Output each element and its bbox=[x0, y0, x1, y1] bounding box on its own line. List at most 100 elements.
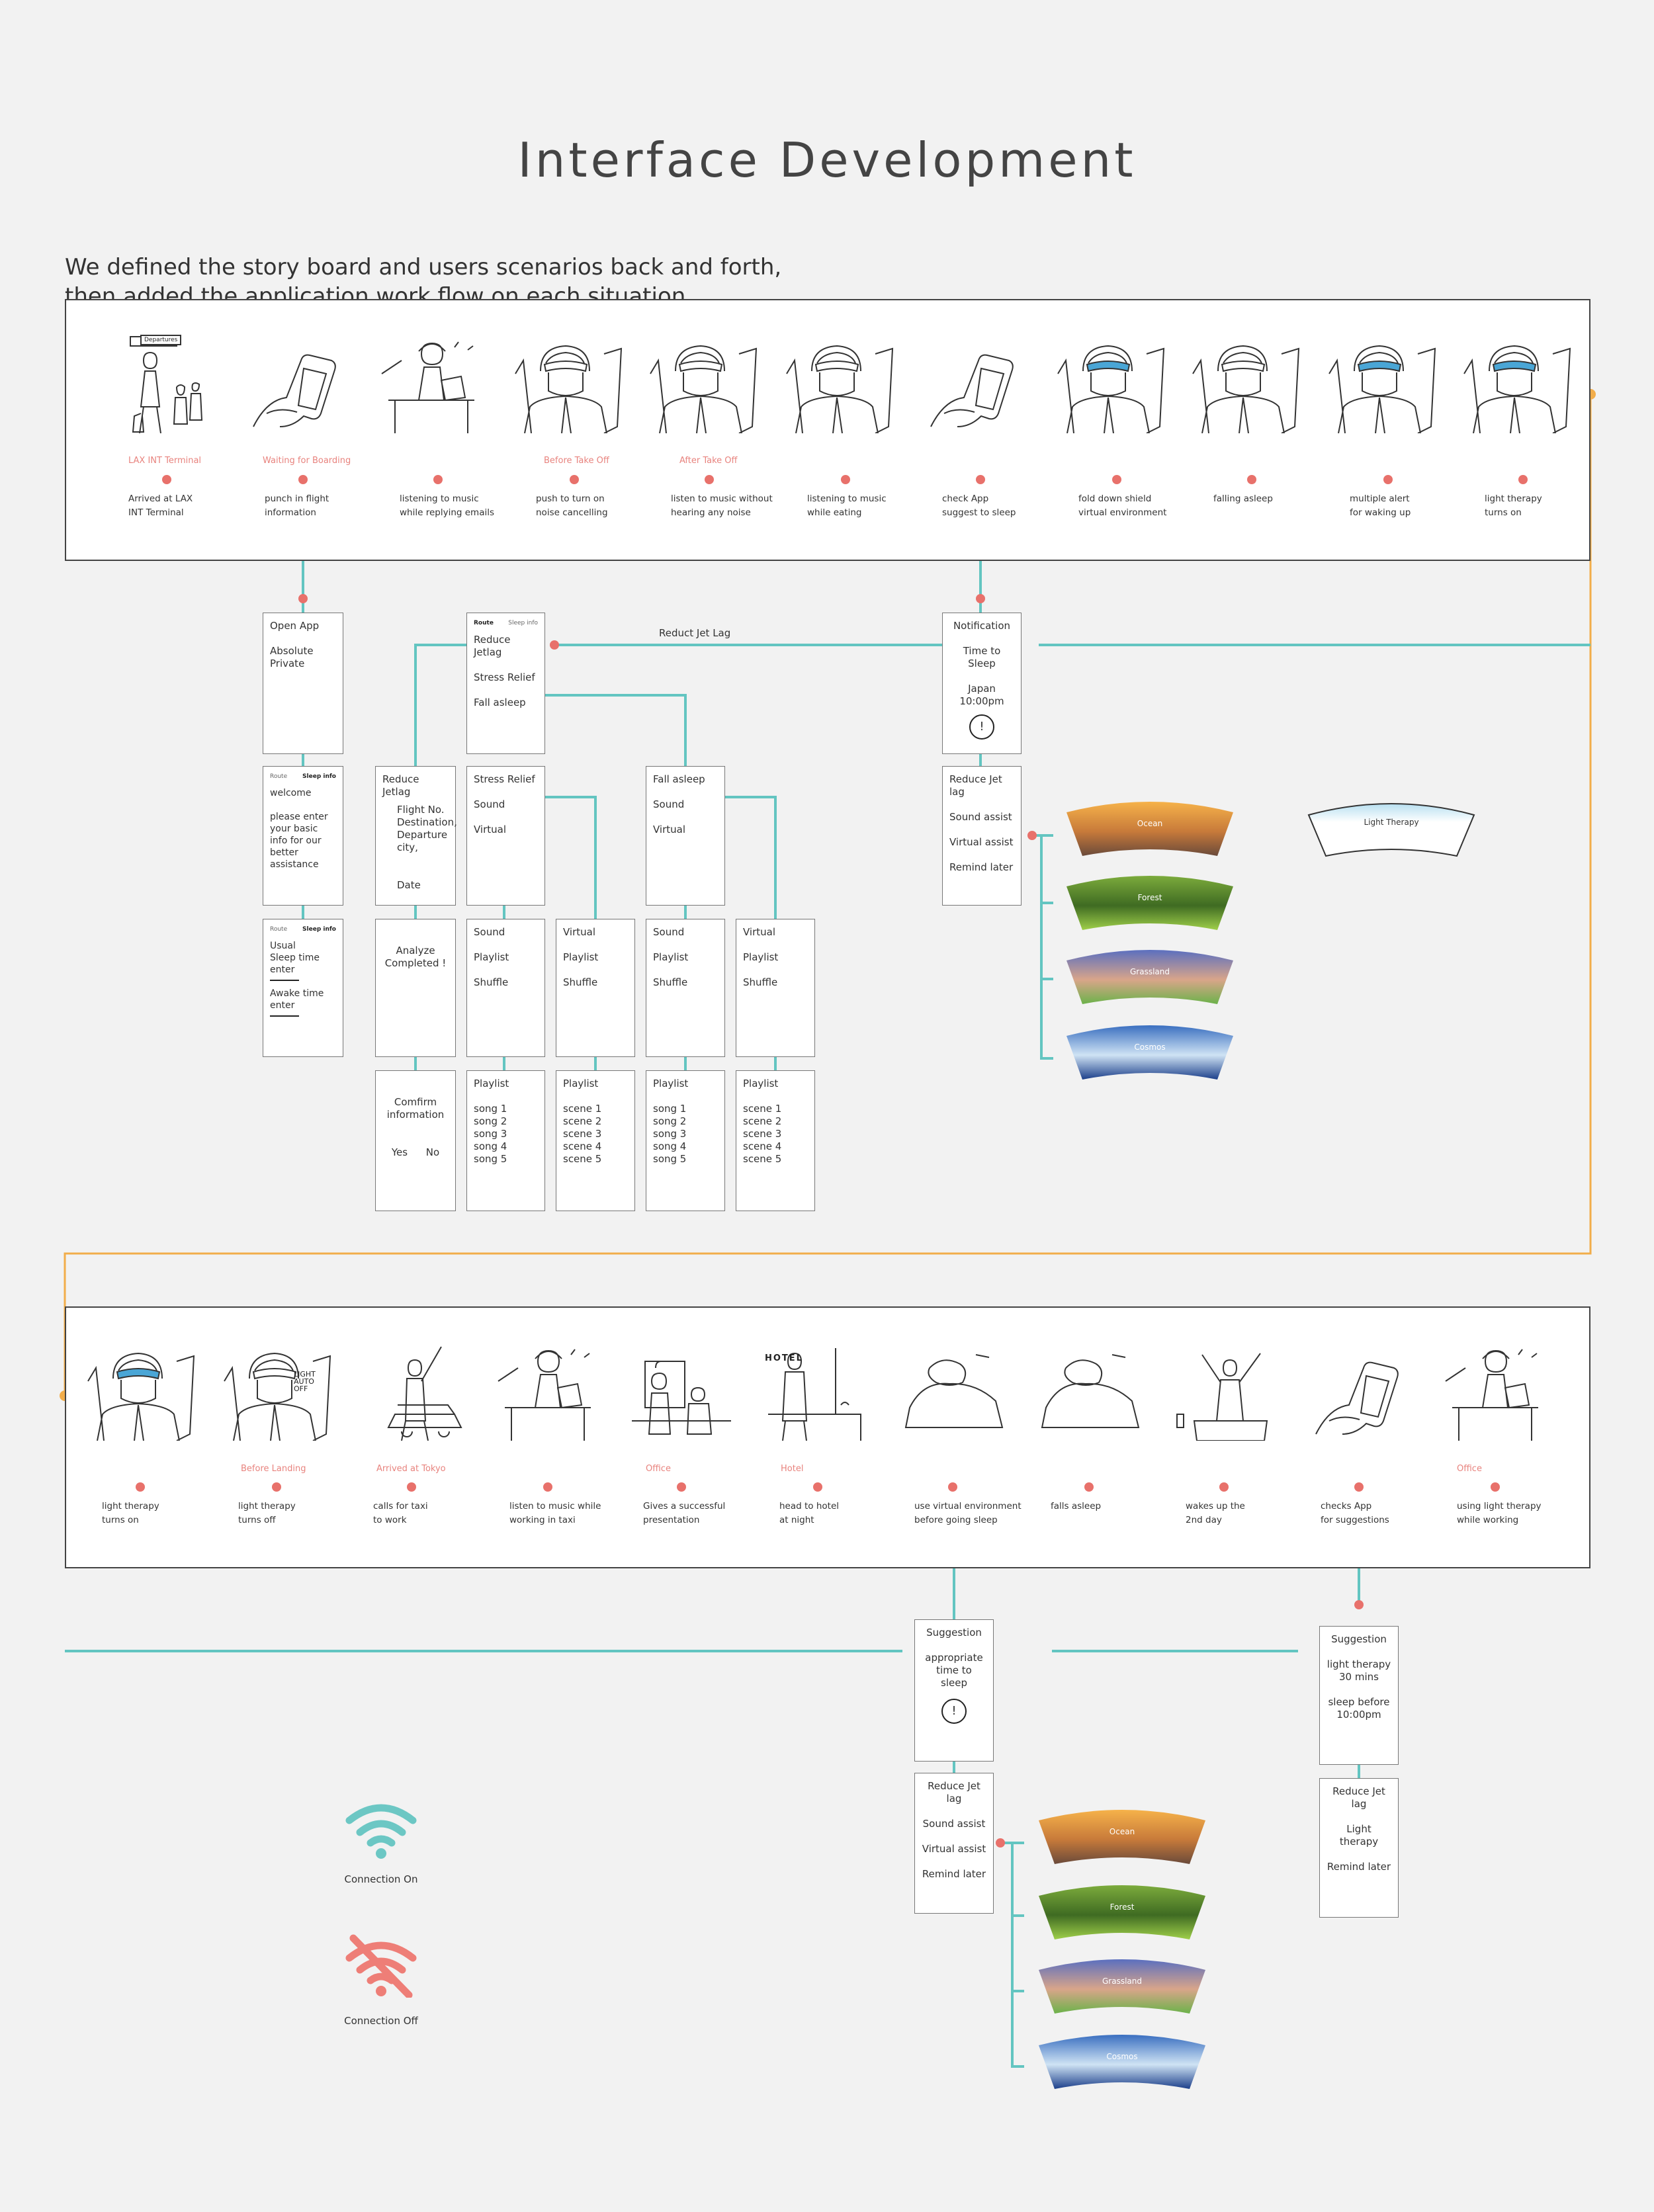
tab-sleep-info-3[interactable]: Sleep info bbox=[508, 620, 538, 626]
scene-label: Cosmos bbox=[1134, 1042, 1166, 1052]
alert-icon-2: ! bbox=[941, 1699, 967, 1724]
screen-stress-relief: Stress Relief Sound Virtual bbox=[466, 766, 545, 906]
scene-thumbnail[interactable] bbox=[1036, 1957, 1208, 2016]
scene-label: Forest bbox=[1137, 893, 1162, 902]
timeline-step: head to hotel at night bbox=[779, 1501, 840, 1525]
suggestion-light-text: Suggestion light therapy 30 mins sleep b… bbox=[1327, 1633, 1391, 1721]
screen-notification: Notification Time to Sleep Japan 10:00pm… bbox=[942, 613, 1022, 754]
stress-virtual-options[interactable]: Virtual Playlist Shuffle bbox=[563, 926, 599, 988]
timeline-step: light therapy turns on bbox=[1485, 493, 1542, 518]
screen-reduce-jet-lag-menu: Reduce Jet lag Sound assist Virtual assi… bbox=[942, 766, 1022, 906]
timeline-step: listening to music while replying emails bbox=[400, 493, 494, 518]
screen-stress-song-playlist: Playlist song 1 song 2 song 3 song 4 son… bbox=[466, 1070, 545, 1211]
connection-off-label: Connection Off bbox=[344, 2015, 418, 2027]
open-app-text: Open App Absolute Private bbox=[270, 620, 320, 669]
tab-route[interactable]: Route bbox=[270, 773, 288, 780]
timeline-step: Arrived at LAX INT Terminal bbox=[128, 493, 193, 518]
storyboard-sketch bbox=[1328, 345, 1436, 433]
stress-song-list[interactable]: Playlist song 1 song 2 song 3 song 4 son… bbox=[474, 1078, 509, 1165]
storyboard-sketch bbox=[1057, 345, 1165, 433]
stress-sound-options[interactable]: Sound Playlist Shuffle bbox=[474, 926, 509, 988]
connection-on-label: Connection On bbox=[344, 1873, 418, 1885]
scene-label: Grassland bbox=[1130, 967, 1170, 976]
screen-confirm: Comfirm information Yes No bbox=[375, 1070, 456, 1211]
screen-analyze: Analyze Completed ! bbox=[375, 919, 456, 1057]
sleep-time-label: Usual Sleep time enter bbox=[270, 941, 320, 975]
phase-tag-boarding: Waiting for Boarding bbox=[263, 456, 351, 466]
storyboard-sketch bbox=[224, 1352, 331, 1441]
fall-scene-list[interactable]: Playlist scene 1 scene 2 scene 3 scene 4… bbox=[743, 1078, 782, 1165]
scene-thumbnail[interactable] bbox=[1064, 799, 1236, 859]
tab-route-3[interactable]: Route bbox=[474, 620, 494, 626]
screen-fall-scene-playlist: Playlist scene 1 scene 2 scene 3 scene 4… bbox=[736, 1070, 815, 1211]
page-title: Interface Development bbox=[517, 132, 1137, 188]
tab-sleep-info[interactable]: Sleep info bbox=[302, 773, 336, 780]
timeline-step: checks App for suggestions bbox=[1321, 1501, 1389, 1525]
scene-thumbnail[interactable] bbox=[1036, 2032, 1208, 2092]
phase-tag-office-2: Office bbox=[1457, 1464, 1482, 1474]
screen-reduce-jetlag: Reduce Jetlag Flight No. Destination, De… bbox=[375, 766, 457, 906]
screen-main-menu: Route Sleep info Reduce Jetlag Stress Rel… bbox=[466, 613, 545, 754]
scene-thumbnail[interactable] bbox=[1064, 947, 1236, 1007]
screen-fall-sound: Sound Playlist Shuffle bbox=[646, 919, 725, 1057]
scene-thumbnail[interactable] bbox=[1036, 1807, 1208, 1867]
storyboard-sketch bbox=[1463, 345, 1571, 433]
scene-label: Forest bbox=[1110, 1902, 1135, 1912]
screen-stress-virtual: Virtual Playlist Shuffle bbox=[556, 919, 635, 1057]
phase-tag-lax: LAX INT Terminal bbox=[128, 456, 202, 466]
screen-reduce-jet-lag-menu-2: Reduce Jet lag Sound assist Virtual assi… bbox=[914, 1773, 994, 1914]
timeline-step: listening to music while eating bbox=[807, 493, 887, 518]
hotel-sign: HOTEL bbox=[765, 1353, 803, 1363]
light-therapy-label: Light Therapy bbox=[1364, 818, 1419, 827]
timeline-step: wakes up the 2nd day bbox=[1186, 1501, 1245, 1525]
storyboard-sketch bbox=[1192, 345, 1300, 433]
phase-tag-arrived-tokyo: Arrived at Tokyo bbox=[376, 1464, 446, 1474]
screen-stress-sound: Sound Playlist Shuffle bbox=[466, 919, 545, 1057]
analyze-text: Analyze Completed ! bbox=[384, 945, 447, 969]
storyboard-sketch bbox=[253, 354, 336, 427]
storyboard-sketch bbox=[632, 1361, 731, 1435]
reduce-jetlag-heading: Reduce Jetlag bbox=[382, 773, 419, 798]
scene-thumbnail[interactable] bbox=[1064, 1023, 1236, 1082]
reduce-jetlag-fields[interactable]: Flight No. Destination, Departure city, … bbox=[397, 804, 457, 891]
timeline-step: listen to music without hearing any nois… bbox=[671, 493, 773, 518]
phase-tag-office: Office bbox=[646, 1464, 671, 1474]
main-menu-options[interactable]: Reduce Jetlag Stress Relief Fall asleep bbox=[474, 634, 535, 708]
storyboard-sketch bbox=[786, 345, 894, 433]
timeline-step: calls for taxi to work bbox=[373, 1501, 428, 1525]
screen-fall-virtual: Virtual Playlist Shuffle bbox=[736, 919, 815, 1057]
awake-time-label: Awake time enter bbox=[270, 988, 324, 1011]
stress-relief-options[interactable]: Stress Relief Sound Virtual bbox=[474, 773, 535, 835]
light-auto-off-panel: LIGHT AUTO OFF bbox=[294, 1370, 316, 1393]
storyboard-sketch bbox=[498, 1349, 591, 1441]
notification-text: Notification Time to Sleep Japan 10:00pm bbox=[953, 620, 1011, 707]
stress-scene-list[interactable]: Playlist scene 1 scene 2 scene 3 scene 4… bbox=[563, 1078, 602, 1165]
fall-virtual-options[interactable]: Virtual Playlist Shuffle bbox=[743, 926, 779, 988]
tab-sleep-info-2[interactable]: Sleep info bbox=[302, 926, 336, 933]
fall-sound-options[interactable]: Sound Playlist Shuffle bbox=[653, 926, 689, 988]
timeline-step: multiple alert for waking up bbox=[1350, 493, 1411, 518]
reduce-jet-lag-options[interactable]: Reduce Jet lag Sound assist Virtual assi… bbox=[949, 773, 1014, 873]
scene-thumbnail[interactable] bbox=[1064, 873, 1236, 933]
departures-sign: Departures bbox=[140, 335, 182, 345]
sleep-time-input[interactable] bbox=[270, 980, 299, 981]
confirm-no-button[interactable]: No bbox=[425, 1146, 440, 1158]
storyboard-sketch bbox=[87, 1352, 195, 1441]
tab-route-2[interactable]: Route bbox=[270, 926, 288, 933]
scene-label: Cosmos bbox=[1106, 2052, 1138, 2061]
storyboard-sketch bbox=[1315, 1361, 1399, 1435]
fall-song-list[interactable]: Playlist song 1 song 2 song 3 song 4 son… bbox=[653, 1078, 689, 1165]
fall-asleep-options[interactable]: Fall asleep Sound Virtual bbox=[653, 773, 705, 835]
timeline-step: punch in flight information bbox=[265, 493, 329, 518]
scene-thumbnail[interactable] bbox=[1036, 1883, 1208, 1942]
storyboard-sketch bbox=[381, 341, 474, 433]
reduce-jet-lag-options-3[interactable]: Reduce Jet lag Light therapy Remind late… bbox=[1327, 1785, 1391, 1873]
awake-time-input[interactable] bbox=[270, 1015, 299, 1017]
storyboard-sketch bbox=[1445, 1349, 1538, 1441]
screen-stress-scene-playlist: Playlist scene 1 scene 2 scene 3 scene 4… bbox=[556, 1070, 635, 1211]
timeline-step: falling asleep bbox=[1213, 493, 1273, 504]
reduce-jet-lag-options-2[interactable]: Reduce Jet lag Sound assist Virtual assi… bbox=[922, 1780, 986, 1880]
screen-reduce-jet-lag-menu-3: Reduce Jet lag Light therapy Remind late… bbox=[1319, 1778, 1399, 1918]
confirm-yes-button[interactable]: Yes bbox=[391, 1146, 408, 1158]
